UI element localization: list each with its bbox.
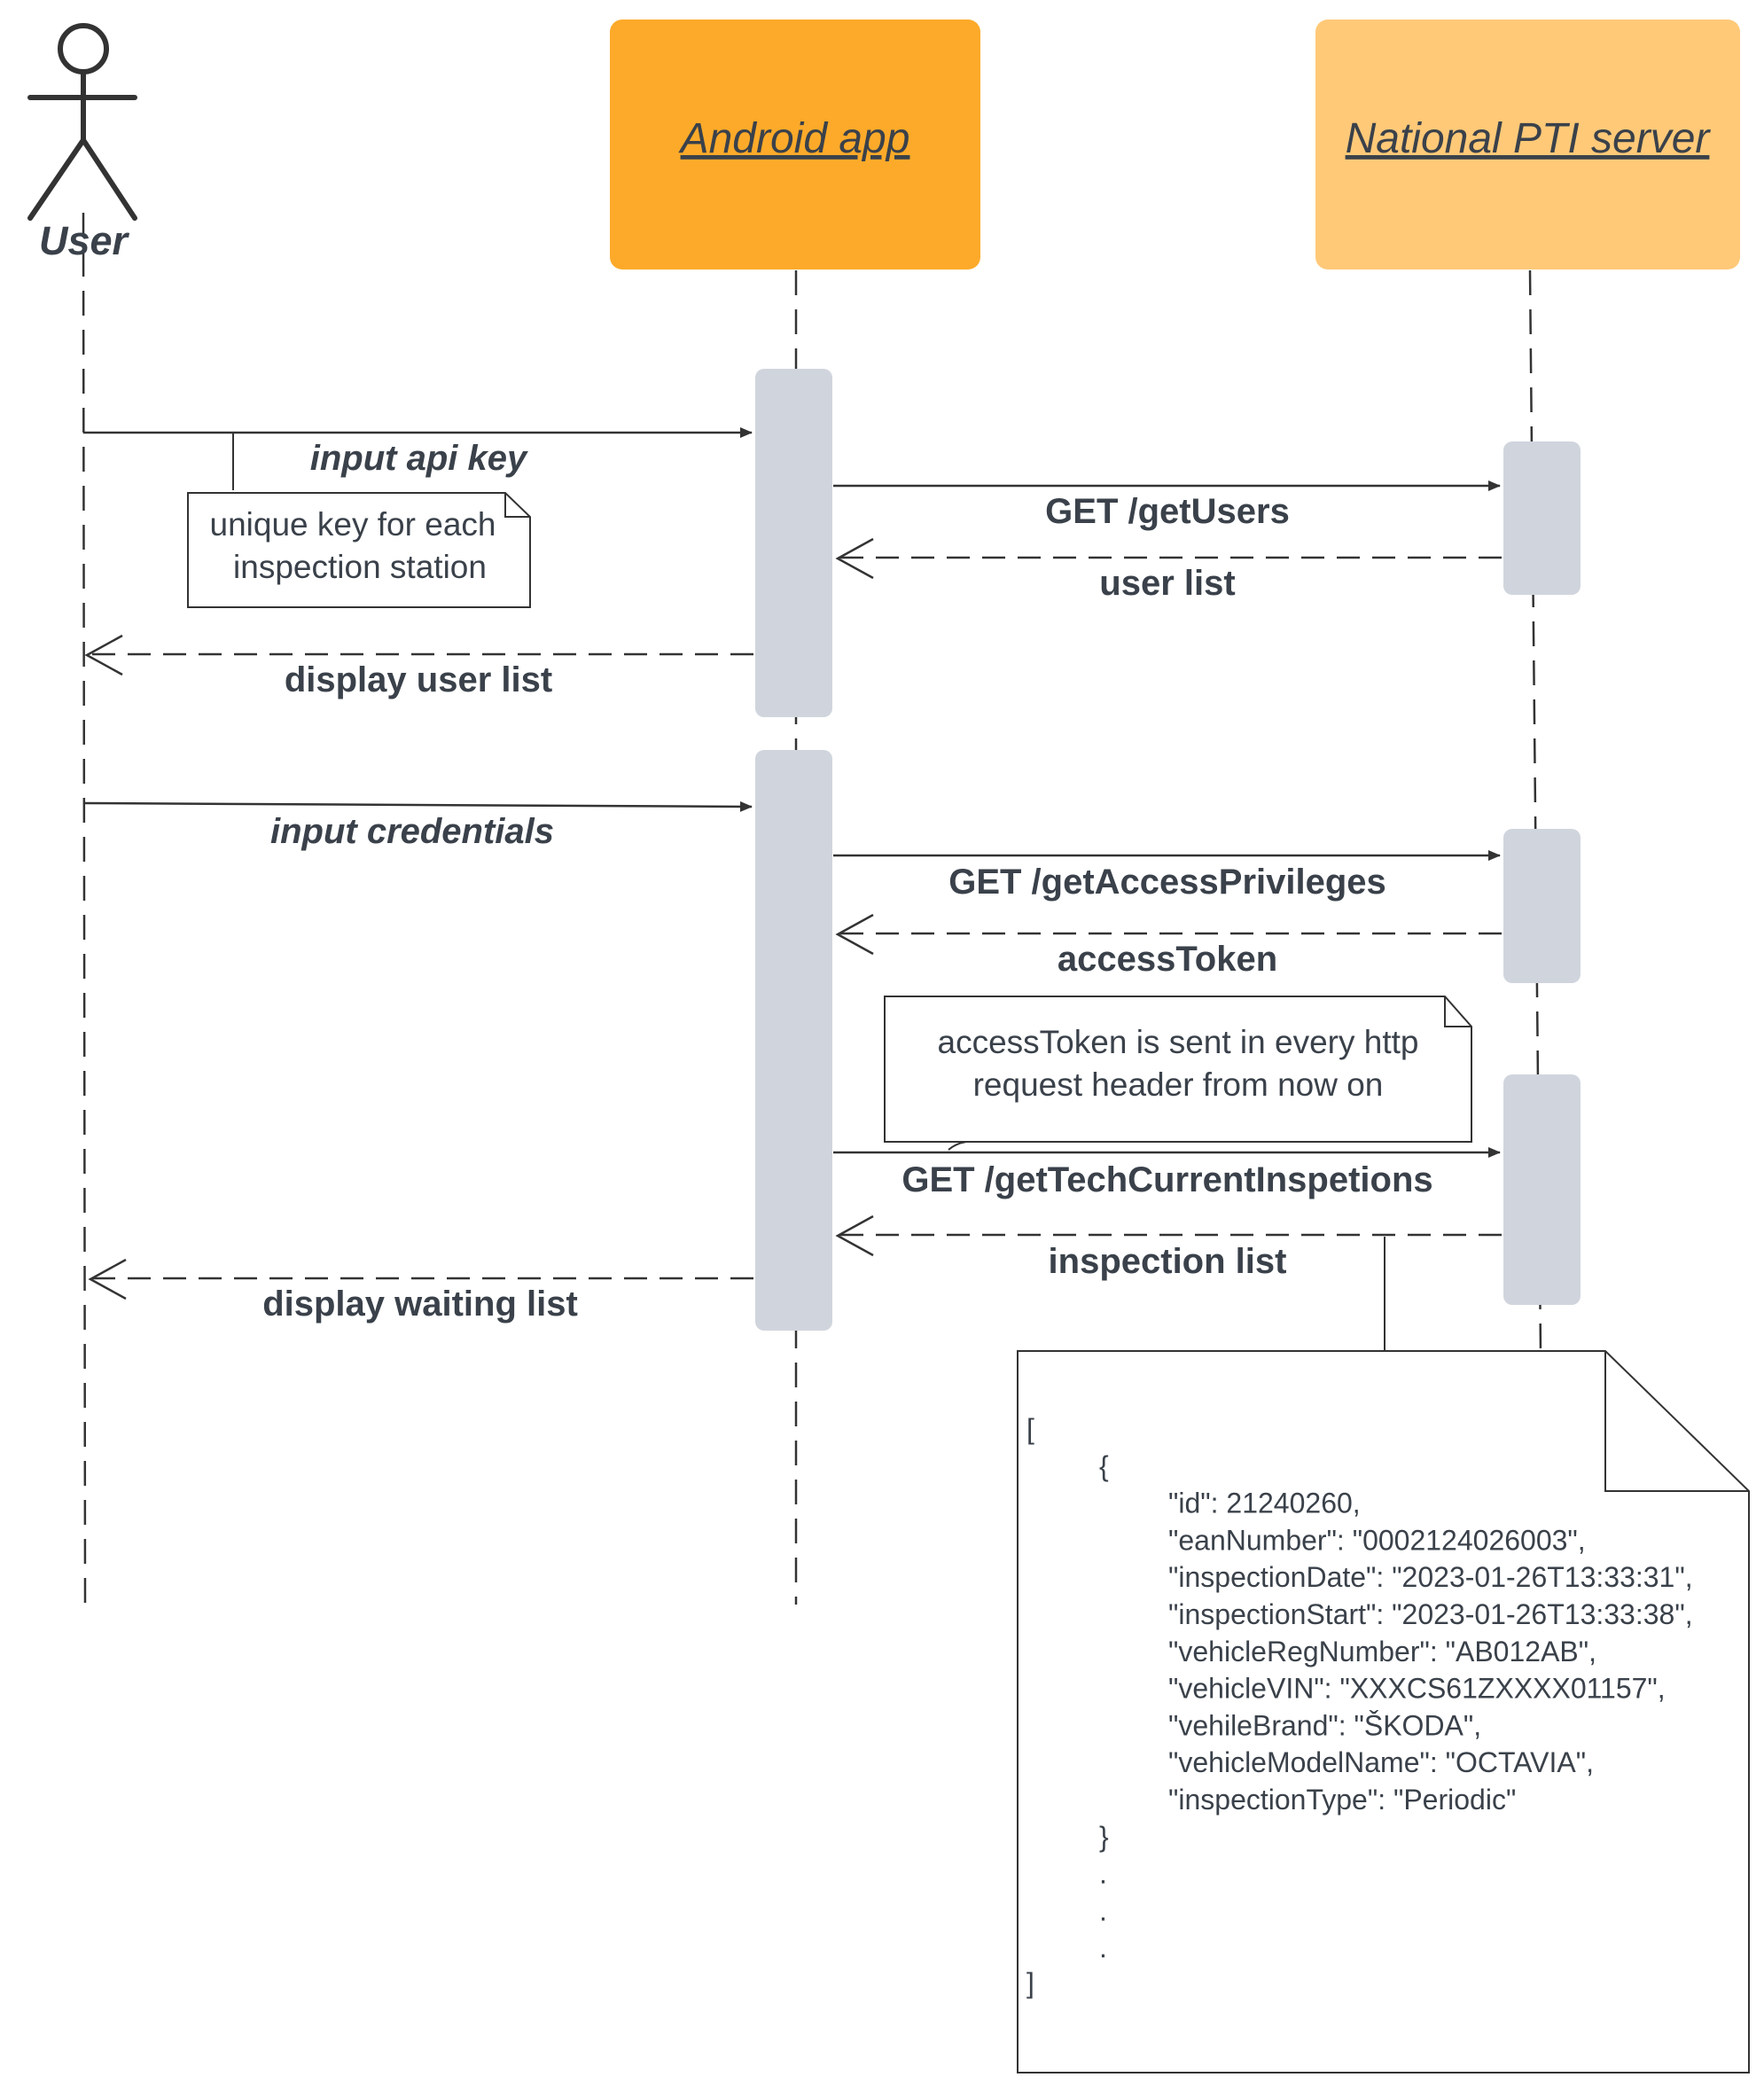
json-line: "vehicleVIN": "XXXCS61ZXXXX01157",	[1168, 1673, 1666, 1705]
user-actor-icon	[27, 23, 137, 221]
json-line: "inspectionStart": "2023-01-26T13:33:38"…	[1168, 1598, 1693, 1630]
user-lifeline	[82, 212, 87, 1605]
note-access-token: accessToken is sent in every http reques…	[884, 996, 1472, 1151]
note-access-token-line1: accessToken is sent in every http	[938, 1024, 1419, 1060]
server-activation-2	[1503, 829, 1581, 983]
json-line: "vehicleModelName": "OCTAVIA",	[1168, 1746, 1594, 1778]
msg-inspection-list-label: inspection list	[1049, 1242, 1287, 1281]
msg-input-api-key: input api key	[83, 427, 753, 478]
msg-display-waiting-list-label: display waiting list	[262, 1285, 578, 1324]
msg-get-users: GET /getUsers	[833, 480, 1501, 531]
android-app-participant: Android app	[610, 20, 980, 269]
server-activation-1	[1503, 441, 1581, 595]
user-actor-label: User	[39, 218, 130, 263]
json-line: "eanNumber": "0002124026003",	[1168, 1524, 1586, 1556]
msg-inspection-list: inspection list	[835, 1214, 1502, 1281]
json-line: [	[1026, 1413, 1034, 1445]
activation-bars	[755, 369, 1581, 1331]
json-line: "vehicleRegNumber": "AB012AB",	[1168, 1636, 1596, 1667]
msg-display-user-list: display user list	[84, 634, 753, 699]
note-access-token-line2: request header from now on	[973, 1066, 1384, 1103]
android-activation-2	[755, 750, 832, 1331]
msg-input-credentials-label: input credentials	[270, 812, 554, 851]
msg-access-token-label: accessToken	[1058, 940, 1277, 979]
msg-display-user-list-label: display user list	[285, 660, 552, 699]
msg-input-api-key-label: input api key	[310, 439, 528, 478]
json-line: ]	[1026, 1967, 1034, 1999]
msg-access-token: accessToken	[835, 913, 1502, 979]
json-line: .	[1099, 1932, 1107, 1964]
msg-get-access-privileges-label: GET /getAccessPrivileges	[948, 863, 1386, 902]
msg-user-list-label: user list	[1099, 564, 1235, 603]
json-line: "inspectionType": "Periodic"	[1168, 1784, 1516, 1816]
note-api-key-line2: inspection station	[233, 549, 487, 585]
android-activation-1	[755, 369, 832, 717]
msg-get-users-label: GET /getUsers	[1045, 492, 1290, 531]
msg-get-access-privileges: GET /getAccessPrivileges	[833, 850, 1501, 902]
msg-display-waiting-list: display waiting list	[88, 1258, 753, 1324]
json-line: }	[1099, 1821, 1109, 1853]
json-line: "inspectionDate": "2023-01-26T13:33:31",	[1168, 1561, 1693, 1593]
json-line: .	[1099, 1858, 1107, 1890]
server-activation-3	[1503, 1074, 1581, 1305]
note-api-key: unique key for each inspection station	[187, 433, 531, 608]
msg-get-tech-current-inspections-label: GET /getTechCurrentInspetions	[902, 1160, 1432, 1199]
json-line: {	[1099, 1450, 1109, 1482]
msg-input-credentials: input credentials	[82, 800, 753, 851]
note-api-key-line1: unique key for each	[210, 506, 496, 543]
msg-user-list: user list	[835, 537, 1502, 603]
json-line: "vehileBrand": "ŠKODA",	[1168, 1709, 1481, 1741]
note-json-response: [ { "id": 21240260, "eanNumber": "000212402…	[1017, 1237, 1750, 2073]
json-line: .	[1099, 1894, 1107, 1926]
json-line: "id": 21240260,	[1168, 1488, 1361, 1519]
national-pti-server-participant: National PTI server	[1315, 20, 1740, 269]
android-app-title: Android app	[678, 115, 910, 162]
national-pti-server-title: National PTI server	[1346, 115, 1712, 162]
msg-get-tech-current-inspections: GET /getTechCurrentInspetions	[833, 1147, 1501, 1199]
json-lines: [ { "id": 21240260, "eanNumber": "000212402…	[1026, 1413, 1693, 1999]
